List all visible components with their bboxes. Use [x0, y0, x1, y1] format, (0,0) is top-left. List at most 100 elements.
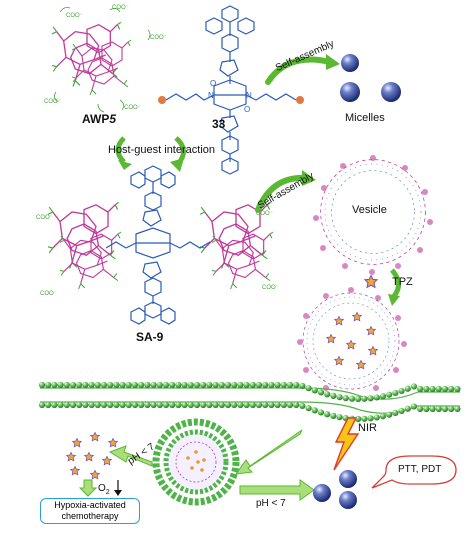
- membrane-bead: [311, 407, 318, 414]
- membrane-bead: [94, 381, 101, 389]
- membrane-bead: [404, 405, 411, 412]
- oxygen-label-base: O: [98, 483, 106, 494]
- membrane-bead: [206, 381, 213, 389]
- membrane-bead: [156, 401, 163, 409]
- membrane-bead: [125, 381, 132, 389]
- membrane-bead: [51, 381, 58, 389]
- membrane-bead: [423, 405, 430, 413]
- membrane-bead: [181, 381, 188, 389]
- membrane-bead: [156, 381, 163, 389]
- membrane-bead: [88, 401, 95, 409]
- cellular-vesicle-structure: [152, 418, 240, 506]
- membrane-bead: [187, 401, 194, 409]
- compound-33-structure: O O N N: [165, 5, 297, 175]
- membrane-bead: [311, 387, 318, 394]
- membrane-bead: [243, 381, 250, 389]
- membrane-bead: [38, 381, 46, 389]
- micelle-sphere-icon: [313, 484, 331, 502]
- membrane-bead: [107, 381, 114, 389]
- membrane-bead: [255, 401, 263, 409]
- nir-label: NIR: [358, 422, 377, 434]
- membrane-bead: [317, 409, 325, 416]
- membrane-bead: [373, 414, 380, 421]
- membrane-bead: [262, 381, 269, 389]
- membrane-bead: [268, 381, 275, 389]
- membrane-bead: [317, 389, 325, 396]
- membrane-bead: [193, 381, 201, 389]
- release-arrow-icon: [108, 445, 153, 467]
- membrane-bead: [280, 381, 287, 389]
- membrane-bead: [410, 403, 418, 410]
- membrane-bead: [398, 407, 405, 415]
- membrane-bead: [324, 411, 331, 418]
- membrane-bead: [138, 381, 145, 389]
- drug-loaded-vesicle-structure: [297, 287, 407, 391]
- awp5-label-number: 5: [109, 112, 117, 126]
- membrane-bead: [348, 395, 356, 402]
- membrane-bead: [361, 395, 368, 402]
- membrane-bead: [218, 381, 225, 389]
- oxygen-label-subscript: 2: [105, 489, 110, 496]
- membrane-bead: [181, 401, 188, 409]
- membrane-bead: [274, 401, 281, 409]
- membrane-bead: [293, 381, 300, 389]
- carboxylate-label: COO⁻: [66, 13, 83, 19]
- membrane-bead: [119, 381, 126, 389]
- host-guest-label: Host-guest interaction: [108, 144, 215, 156]
- carboxylate-label: COO⁻: [36, 215, 53, 221]
- membrane-bead: [131, 401, 139, 409]
- membrane-bead: [150, 401, 157, 409]
- membrane-bead: [435, 385, 442, 393]
- membrane-bead: [286, 401, 294, 409]
- host-guest-left-arrow-icon: [115, 136, 126, 164]
- membrane-bead: [169, 381, 176, 389]
- svg-text:O: O: [210, 79, 216, 88]
- membrane-bead: [379, 413, 387, 420]
- membrane-bead: [299, 382, 306, 389]
- membrane-bead: [386, 411, 393, 418]
- membrane-bead: [441, 385, 449, 393]
- membrane-bead: [231, 401, 238, 409]
- membrane-bead: [69, 381, 77, 389]
- membrane-bead: [330, 392, 337, 399]
- membrane-bead: [169, 401, 176, 409]
- sa9-complex-structure: [48, 165, 274, 325]
- membrane-bead: [367, 415, 374, 422]
- membrane-bead: [454, 405, 461, 413]
- carboxylate-label: COO⁻: [262, 285, 279, 291]
- compound-33-label: 33: [212, 117, 226, 131]
- membrane-bead: [429, 385, 436, 393]
- membrane-bead: [336, 394, 343, 401]
- membrane-bead: [162, 401, 170, 409]
- uptake-arrow-icon: [234, 429, 303, 475]
- carboxylate-label: COO⁻: [112, 5, 129, 11]
- membrane-bead: [454, 385, 461, 393]
- released-drugs-group: [66, 432, 118, 480]
- awp5-label: AWP5: [82, 112, 116, 126]
- membrane-bead: [367, 395, 374, 402]
- membrane-bead: [274, 381, 281, 389]
- membrane-bead: [392, 389, 399, 397]
- vesicle-structure: [313, 155, 433, 275]
- membrane-bead: [119, 401, 126, 409]
- membrane-bead: [330, 412, 337, 419]
- membrane-bead: [144, 381, 151, 389]
- carboxylate-label: COO⁻: [150, 35, 167, 41]
- oxygen-label: O2: [98, 483, 110, 496]
- membrane-bead: [231, 381, 238, 389]
- micelle-sphere-icon: [339, 470, 357, 488]
- carboxylate-label: COO⁻: [124, 105, 141, 111]
- membrane-bead: [386, 391, 393, 398]
- membrane-bead: [286, 381, 294, 389]
- awp5-label-base: AWP: [82, 112, 110, 126]
- membrane-bead: [249, 401, 256, 409]
- membrane-bead: [448, 385, 455, 393]
- membrane-bead: [175, 401, 182, 409]
- membrane-bead: [305, 405, 312, 412]
- membrane-bead: [206, 401, 213, 409]
- membrane-bead: [150, 381, 157, 389]
- membrane-bead: [293, 401, 300, 409]
- membrane-bead: [162, 381, 170, 389]
- membrane-bead: [237, 381, 244, 389]
